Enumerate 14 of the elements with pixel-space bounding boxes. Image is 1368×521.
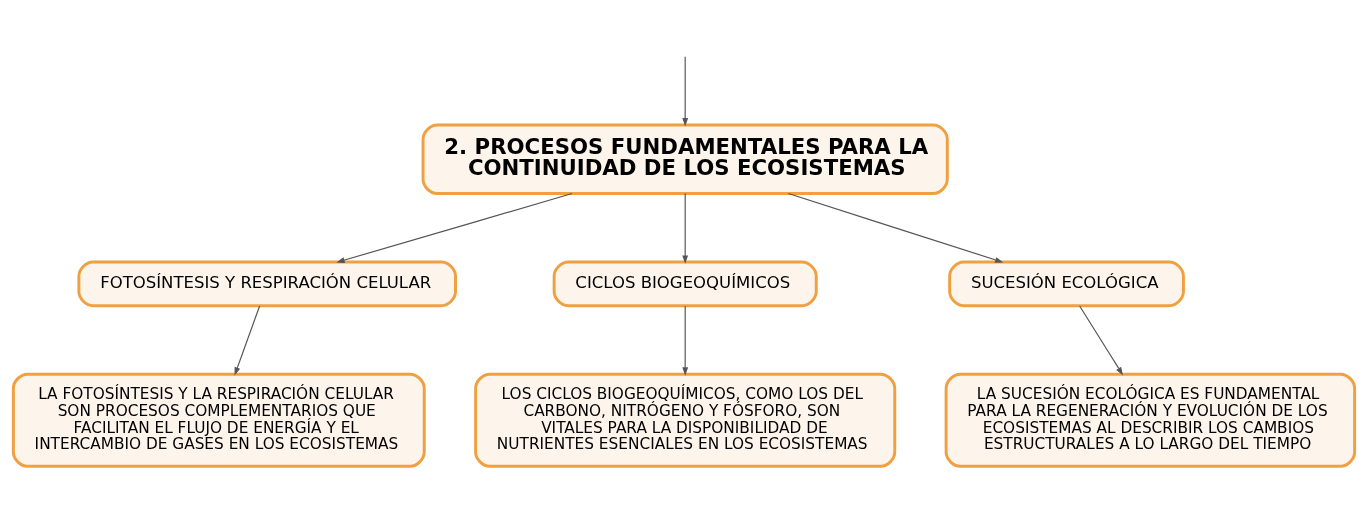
node-box: LA SUCESIÓN ECOLÓGICA ES FUNDAMENTAL PARA LA REGENERACIÓN Y EVOLUCIÓN DE LOS ECOSISTEMAS AL DESCRIBIR LOS CAMBIOS ESTRUCTURALES A LO LARGO DEL TIEMPO [944,372,1357,468]
arrow [336,192,573,263]
node-box: LA FOTOSÍNTESIS Y LA RESPIRACIÓN CELULAR SON PROCESOS COMPLEMENTARIOS QUE FACILITAN EL FLUJO DE ENERGÍA Y EL INTERCAMBIO DE GASES EN LOS ECOSISTEMAS [11,372,426,468]
node-box: 2. PROCESOS FUNDAMENTALES PARA LA CONTINUIDAD DE LOS ECOSISTEMAS [421,123,949,195]
node-box: LOS CICLOS BIOGEOQUÍMICOS, COMO LOS DEL CARBONO, NITRÓGENO Y FÓSFORO, SON VITALES PARA LA DISPONIBILIDAD DE NUTRIENTES ESENCIALES EN LOS ECOSISTEMAS [474,372,897,468]
arrow [682,304,689,376]
node-box: FOTOSÍNTESIS Y RESPIRACIÓN CELULAR [77,260,457,307]
arrow [787,192,1004,263]
node-box: CICLOS BIOGEOQUÍMICOS [552,260,818,307]
arrow [682,55,689,126]
arrow [234,304,261,376]
arrow [1079,304,1124,375]
arrow [682,192,689,264]
node-box: SUCESIÓN ECOLÓGICA [948,260,1185,307]
